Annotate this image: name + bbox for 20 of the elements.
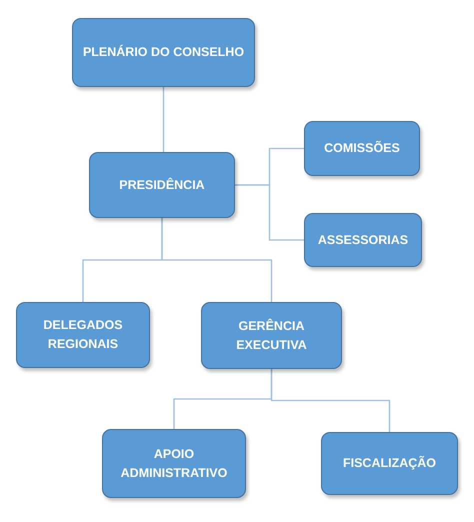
org-unit-box bbox=[102, 429, 246, 498]
org-unit-box bbox=[201, 302, 342, 369]
unit-name: ASSESSORIAS bbox=[318, 232, 408, 249]
org-unit-box bbox=[89, 152, 235, 218]
connector-line bbox=[162, 87, 164, 152]
connector-line bbox=[270, 369, 390, 432]
unit-name: APOIO ADMINISTRATIVO bbox=[120, 446, 228, 482]
org-unit-box bbox=[304, 121, 420, 176]
unit-name: PLENÁRIO DO CONSELHO bbox=[82, 44, 244, 62]
org-unit-box bbox=[321, 432, 458, 495]
unit-name: FISCALIZAÇÃO bbox=[342, 454, 436, 472]
org-unit-box bbox=[304, 213, 422, 267]
unit-name: PRESIDÊNCIA bbox=[119, 176, 205, 194]
unit-name: GERÊNCIA EXECUTIVA bbox=[235, 318, 308, 354]
unit-name: COMISSÕES bbox=[324, 140, 400, 158]
org-unit-box bbox=[72, 18, 255, 87]
connector-line bbox=[161, 218, 272, 302]
unit-name: DELEGADOS REGIONAIS bbox=[42, 317, 124, 353]
org-unit-box bbox=[16, 302, 150, 368]
connector-line bbox=[235, 184, 304, 241]
